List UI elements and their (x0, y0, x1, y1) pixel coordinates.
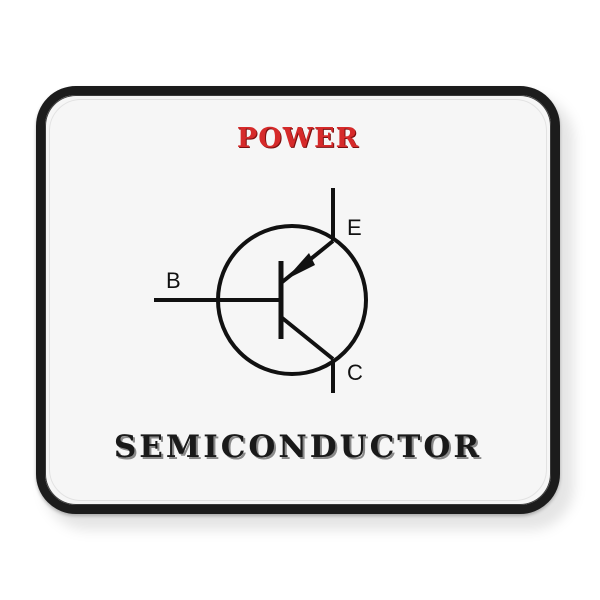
pin-label-collector: C (347, 360, 363, 385)
emitter-arrow-icon (285, 253, 315, 280)
mat-stitch-edge (49, 99, 547, 501)
pin-label-emitter: E (347, 215, 362, 240)
title-semiconductor: SEMICONDUCTOR (113, 429, 483, 465)
title-power: POWER (236, 123, 360, 154)
mouse-pad: POWER B E C SEMICONDUCTOR (36, 86, 560, 514)
pnp-transistor-symbol: B E C (154, 188, 368, 393)
collector-diagonal (279, 315, 335, 361)
pin-label-base: B (166, 268, 181, 293)
